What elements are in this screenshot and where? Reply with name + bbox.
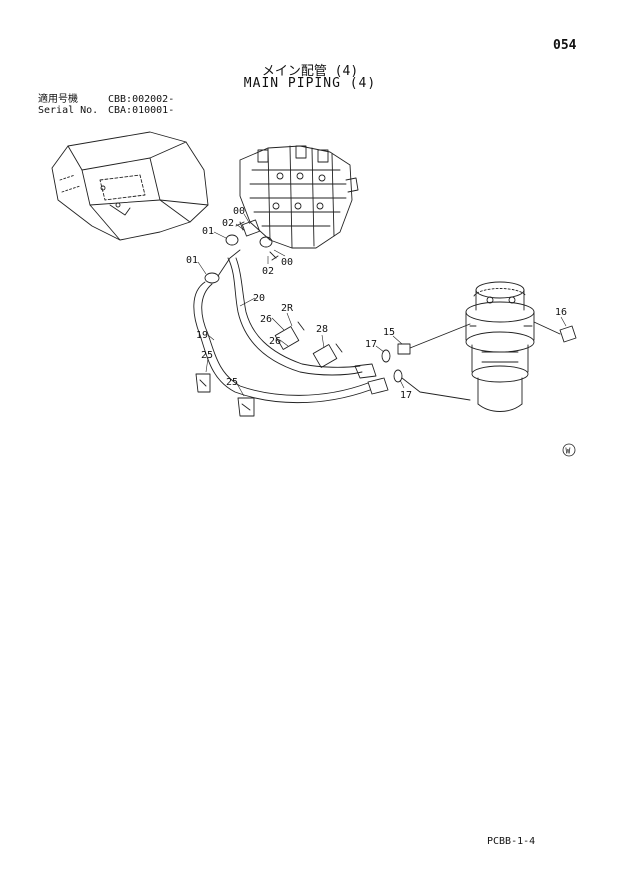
document-code: PCBB-1-4 (487, 836, 536, 847)
hose-clamps (195, 321, 343, 417)
part-label: 17 (400, 390, 412, 401)
fittings-15-17 (381, 323, 471, 401)
part-label: 00 (233, 206, 245, 217)
part-label: 02 (262, 266, 274, 277)
title-japanese: メイン配管 (4) (261, 64, 359, 79)
part-label: 01 (186, 255, 198, 266)
serial-jp-value: CBB:002002- (108, 94, 175, 105)
part-label: 20 (253, 293, 265, 304)
swing-motor-drawing (465, 281, 577, 412)
hose-20 (227, 257, 389, 395)
serial-block: 適用号機 CBB:002002- Serial No. CBA:010001- (38, 94, 174, 116)
part-label: 17 (365, 339, 377, 350)
part-label: 00 (281, 257, 293, 268)
part-label: 15 (383, 327, 395, 338)
serial-en-value: CBA:010001- (108, 105, 175, 116)
part-label: 25 (201, 350, 213, 361)
part-label: 26 (269, 336, 281, 347)
part-label: 01 (202, 226, 214, 237)
revision-mark: W (562, 443, 576, 457)
hose-19 (193, 281, 371, 404)
control-valve-drawing (239, 145, 359, 249)
part-label: 02 (222, 218, 234, 229)
part-label: 25 (226, 377, 238, 388)
part-label: 2R (281, 303, 294, 314)
title-english: MAIN PIPING (4) (243, 76, 377, 91)
part-label: 19 (196, 330, 208, 341)
page-number: 054 (553, 38, 577, 53)
revision-mark-letter: W (566, 447, 571, 456)
machine-cab-drawing (51, 131, 209, 241)
part-label: 16 (555, 307, 567, 318)
serial-jp-label: 適用号機 (38, 94, 78, 105)
part-labels: 00 02 01 01 02 00 20 2R 26 28 26 19 25 2… (186, 206, 567, 401)
part-label: 26 (260, 314, 272, 325)
serial-en-label: Serial No. (38, 105, 99, 116)
part-label: 28 (316, 324, 328, 335)
